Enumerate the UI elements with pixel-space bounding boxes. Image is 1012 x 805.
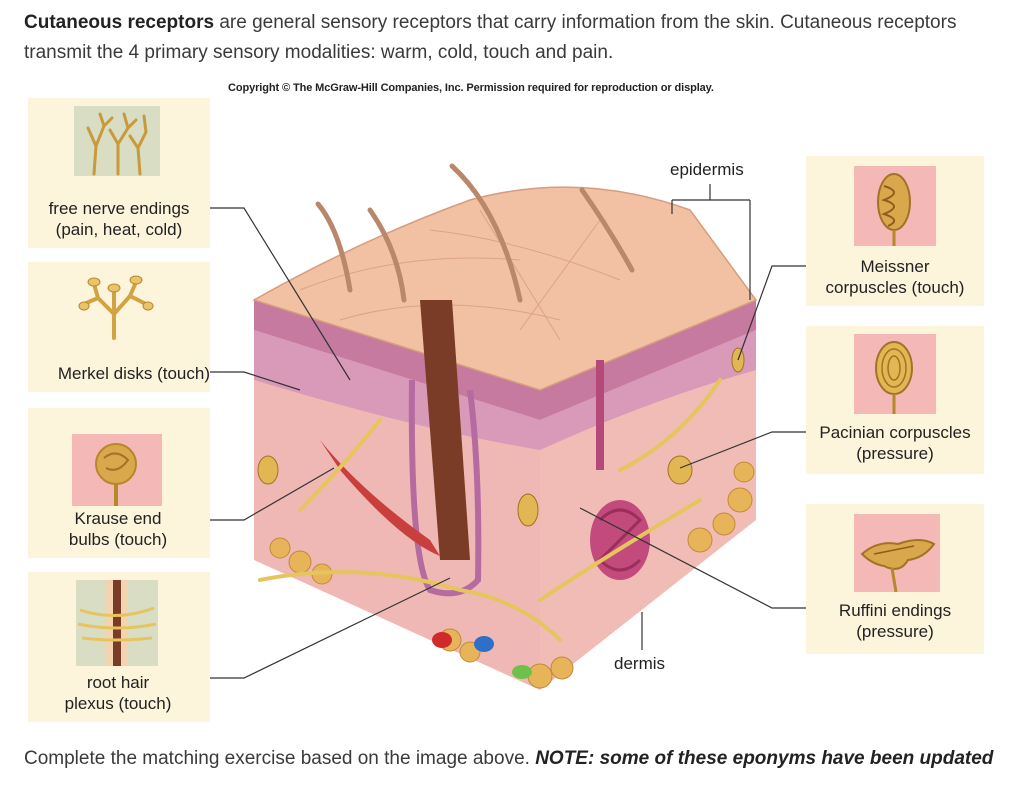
- panel-root-hair-plexus: root hair plexus (touch): [28, 572, 210, 722]
- panel-merkel-disks: Merkel disks (touch): [28, 262, 210, 392]
- leader-krause-end-bulbs: [210, 467, 335, 521]
- free-nerve-endings-image: [74, 106, 160, 176]
- leader-pacinian-corpuscles: [679, 431, 806, 469]
- intro-paragraph: Cutaneous receptors are general sensory …: [24, 8, 994, 68]
- label-meissner-corpuscles: Meissner corpuscles (touch): [825, 257, 965, 297]
- label-root-hair-plexus: root hair plexus (touch): [64, 673, 172, 713]
- intro-text: are general sensory receptors that carry…: [24, 12, 957, 63]
- exercise-note: Complete the matching exercise based on …: [24, 748, 993, 770]
- root-hair-plexus-image: [76, 580, 158, 666]
- label-merkel-disks: Merkel disks (touch): [57, 364, 210, 383]
- ruffini-endings-image: [854, 514, 940, 592]
- merkel-disks-image: [78, 275, 154, 340]
- note-emphasis: NOTE: some of these eponyms have been up…: [535, 748, 994, 769]
- leader-merkel-disks: [210, 371, 301, 391]
- intro-term: Cutaneous receptors: [24, 12, 215, 33]
- pacinian-corpuscles-image: [854, 334, 936, 414]
- label-free-nerve-endings: free nerve endings (pain, heat, cold): [48, 199, 190, 239]
- panel-free-nerve-endings: free nerve endings (pain, heat, cold): [28, 98, 210, 248]
- leader-ruffini-endings: [579, 507, 806, 609]
- note-prefix: Complete the matching exercise based on …: [24, 748, 536, 769]
- meissner-corpuscles-image: [854, 166, 936, 246]
- leader-root-hair-plexus: [210, 577, 451, 679]
- panel-meissner-corpuscles: Meissner corpuscles (touch): [806, 156, 984, 306]
- label-dermis: dermis: [614, 654, 666, 673]
- krause-end-bulbs-image: [72, 434, 162, 506]
- label-epidermis: epidermis: [670, 160, 744, 179]
- epidermis-bracket: [671, 184, 751, 300]
- panel-pacinian-corpuscles: Pacinian corpuscles (pressure): [806, 326, 984, 474]
- label-pacinian-corpuscles: Pacinian corpuscles (pressure): [819, 423, 971, 463]
- panel-ruffini-endings: Ruffini endings (pressure): [806, 504, 984, 654]
- label-ruffini-endings: Ruffini endings (pressure): [838, 601, 952, 641]
- panel-krause-end-bulbs: Krause end bulbs (touch): [28, 408, 210, 558]
- label-krause-end-bulbs: Krause end bulbs (touch): [68, 509, 168, 549]
- leader-free-nerve-endings: [210, 207, 351, 381]
- leader-meissner-corpuscles: [737, 265, 806, 361]
- copyright-notice: Copyright © The McGraw-Hill Companies, I…: [228, 82, 714, 94]
